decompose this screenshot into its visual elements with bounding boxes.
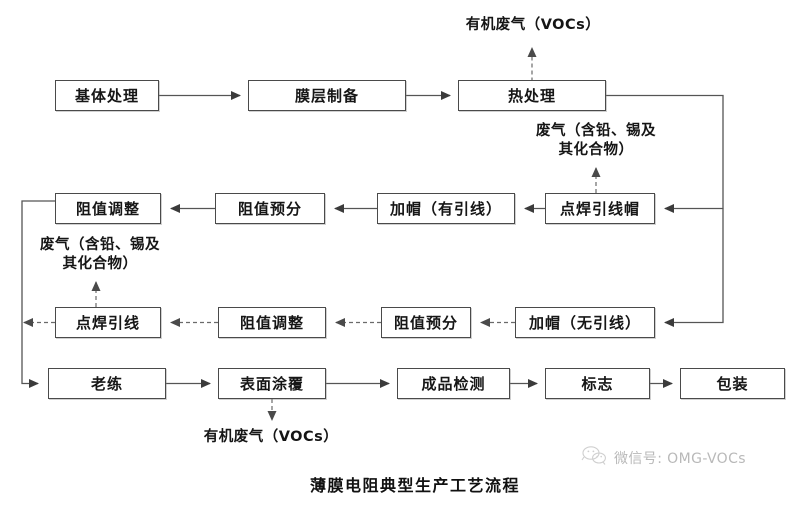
edge-n3-n11: [664, 208, 724, 327]
annotation-voc-heat: 有机废气（VOCs）: [465, 17, 601, 33]
node-膜层制备[interactable]: 膜层制备: [248, 80, 406, 111]
node-表面涂覆[interactable]: 表面涂覆: [218, 368, 326, 399]
node-点焊引线帽[interactable]: 点焊引线帽: [545, 193, 655, 224]
node-成品检测[interactable]: 成品检测: [397, 368, 510, 399]
node-热处理[interactable]: 热处理: [458, 80, 606, 111]
node-阻值预分-1[interactable]: 阻值预分: [215, 193, 325, 224]
watermark-text: 微信号: OMG-VOCs: [614, 451, 746, 467]
node-老练[interactable]: 老练: [48, 368, 166, 399]
node-基体处理[interactable]: 基体处理: [55, 80, 159, 111]
node-阻值调整-1[interactable]: 阻值调整: [55, 193, 161, 224]
edge-n4-n12: [21, 200, 55, 388]
node-标志[interactable]: 标志: [545, 368, 650, 399]
node-包装[interactable]: 包装: [680, 368, 785, 399]
annotation-waste-weld: 废气（含铅、锡及其化合物）: [40, 237, 160, 272]
node-加帽有引线[interactable]: 加帽（有引线）: [377, 193, 515, 224]
node-点焊引线[interactable]: 点焊引线: [55, 307, 161, 338]
annotation-waste-weld-cap: 废气（含铅、锡及其化合物）: [536, 123, 656, 158]
diagram-caption: 薄膜电阻典型生产工艺流程: [310, 476, 521, 495]
wechat-icon: [580, 444, 608, 470]
node-阻值调整-2[interactable]: 阻值调整: [218, 307, 326, 338]
node-加帽无引线[interactable]: 加帽（无引线）: [515, 307, 655, 338]
annotation-voc-coating: 有机废气（VOCs）: [203, 429, 339, 445]
node-阻值预分-2[interactable]: 阻值预分: [381, 307, 471, 338]
